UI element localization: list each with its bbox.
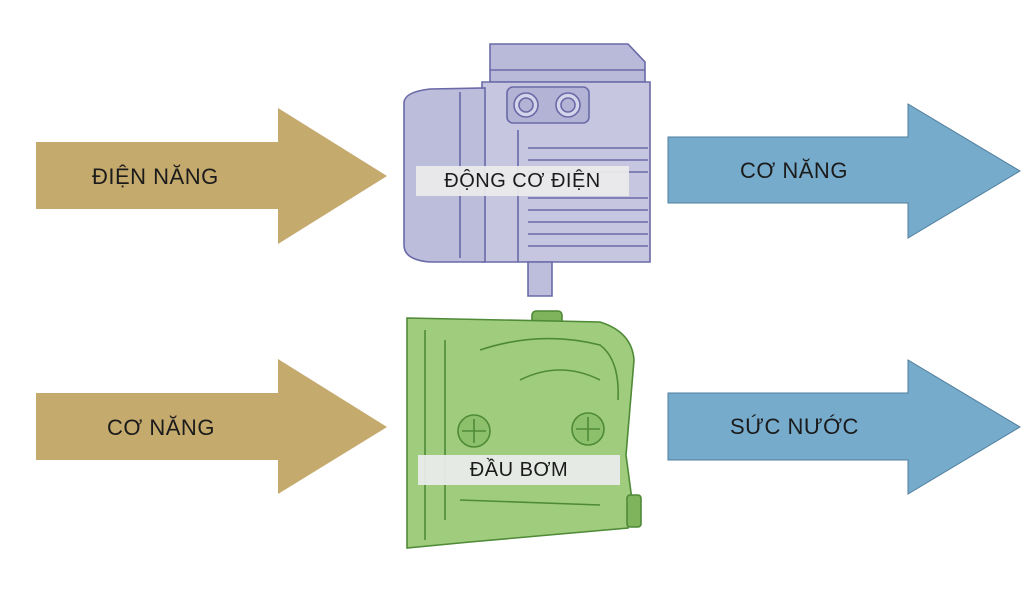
- input-label-electric-energy: ĐIỆN NĂNG: [92, 164, 219, 189]
- pump-head-image: [406, 310, 642, 549]
- output-label-mechanical-energy: CƠ NĂNG: [740, 158, 848, 183]
- output-arrow-mechanical: [667, 103, 1021, 239]
- input-arrow-electric: [36, 108, 387, 244]
- device-label-pump-head: ĐẦU BƠM: [418, 455, 620, 485]
- input-label-mechanical-energy: CƠ NĂNG: [107, 415, 215, 440]
- input-arrow-mechanical: [36, 359, 387, 494]
- output-label-water-power: SỨC NƯỚC: [730, 414, 859, 439]
- device-label-electric-motor: ĐỘNG CƠ ĐIỆN: [416, 166, 629, 196]
- output-arrow-water: [667, 359, 1021, 495]
